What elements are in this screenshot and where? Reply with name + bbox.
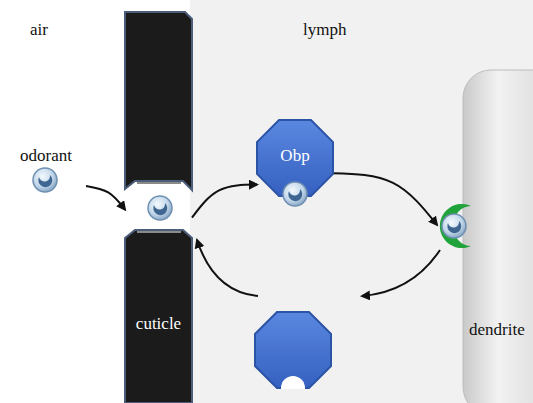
node-outline (125, 0, 192, 403)
node-text: Obp (257, 146, 333, 166)
bevel-line (137, 182, 181, 184)
cuticle-upper (125, 12, 192, 190)
flow-arrow (192, 185, 257, 218)
empty-obp (255, 312, 331, 403)
node-text: dendrite (469, 320, 533, 340)
dendrite-body: dendrite (437, 70, 533, 403)
odorant-molecule (148, 196, 172, 220)
return-arrow (197, 240, 258, 296)
node-text: cuticle (125, 314, 192, 334)
obp-protein: Obp (257, 120, 333, 196)
region-label: lymph (303, 20, 346, 40)
dendrite-shape (463, 70, 533, 403)
node-text: odorant (6, 146, 86, 166)
pocket-gap (279, 389, 307, 403)
odorant-molecule (33, 168, 57, 192)
odorant-molecule (283, 182, 307, 206)
odorant-label-group: odorant (6, 146, 86, 196)
return-arrow (362, 250, 440, 296)
region-label: air (30, 20, 48, 40)
flow-arrow (86, 186, 125, 210)
odorant-molecule (442, 214, 466, 238)
cuticle-lower (125, 230, 192, 403)
receptor (440, 204, 471, 248)
flow-arrow (333, 173, 437, 225)
bevel-line (137, 231, 181, 233)
node-outline (437, 70, 533, 403)
cuticle-wall: cuticle (125, 0, 192, 403)
